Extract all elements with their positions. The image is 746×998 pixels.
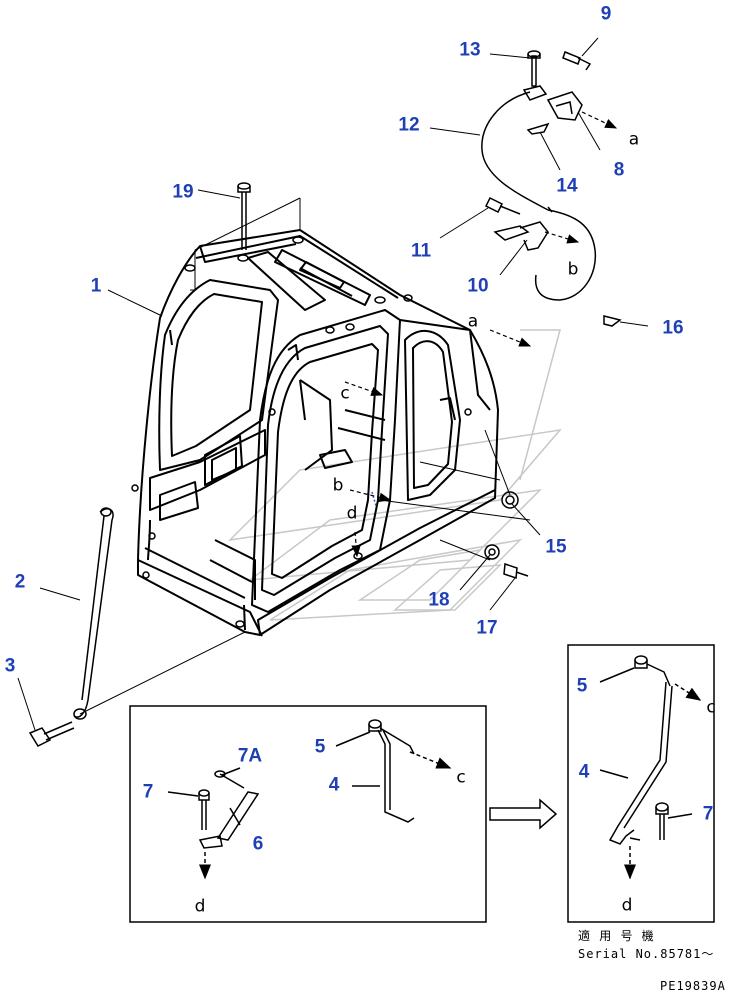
callout-7-inset: 7 [702, 803, 714, 825]
callout-5-inset: 5 [576, 675, 588, 697]
dashed-leader [371, 491, 377, 507]
ref-letter-c-box: c [456, 767, 466, 788]
callout-18: 18 [428, 589, 450, 611]
callout-7-top: 7 [142, 781, 154, 803]
transition-arrow [489, 798, 558, 830]
callout-15: 15 [545, 536, 567, 558]
ref-letter-d-cab: d [346, 503, 358, 524]
ref-letter-c-cab: c [340, 383, 350, 404]
callout-4-top: 4 [328, 774, 340, 796]
ref-letter-a-cab: a [467, 311, 479, 332]
cab-holes [131, 236, 472, 628]
callout-12: 12 [398, 114, 420, 136]
drawing-code: PE19839A [660, 979, 726, 993]
cab-frame [137, 229, 499, 637]
ref-letter-d-inset: d [621, 895, 633, 916]
callout-13: 13 [459, 39, 481, 61]
top-assembly [481, 50, 622, 327]
callout-1: 1 [90, 275, 102, 297]
callout-5-top: 5 [314, 736, 326, 758]
inset-box-right [567, 644, 715, 923]
leader-lines [17, 37, 649, 731]
applicable-label: 適 用 号 機 [578, 929, 655, 943]
inset-box-left [129, 705, 487, 923]
callout-4-inset: 4 [578, 761, 590, 783]
callout-14: 14 [556, 175, 578, 197]
callout-9: 9 [600, 3, 612, 25]
callout-7A: 7A [237, 745, 263, 767]
callout-19: 19 [172, 181, 194, 203]
callout-2: 2 [14, 571, 26, 593]
direction-arrows [344, 111, 618, 558]
ref-letter-d-box: d [194, 896, 206, 917]
callout-3: 3 [4, 655, 16, 677]
ref-letter-a-top: a [628, 129, 640, 150]
callout-17: 17 [476, 617, 498, 639]
serial-label: Serial No.85781～ [578, 947, 715, 961]
inset-right-parts [599, 655, 702, 880]
callout-16: 16 [662, 317, 684, 339]
fasteners [237, 182, 529, 580]
callout-8: 8 [613, 159, 625, 181]
callout-6: 6 [252, 833, 264, 855]
inset-left-parts [167, 719, 452, 880]
watermark [227, 329, 562, 621]
callout-10: 10 [467, 275, 489, 297]
rod-assembly [28, 507, 114, 747]
ref-letter-b-top: b [567, 259, 579, 280]
ref-letter-b-cab: b [332, 475, 344, 496]
ref-letter-c-inset: c [706, 697, 716, 718]
callout-11: 11 [410, 240, 432, 262]
